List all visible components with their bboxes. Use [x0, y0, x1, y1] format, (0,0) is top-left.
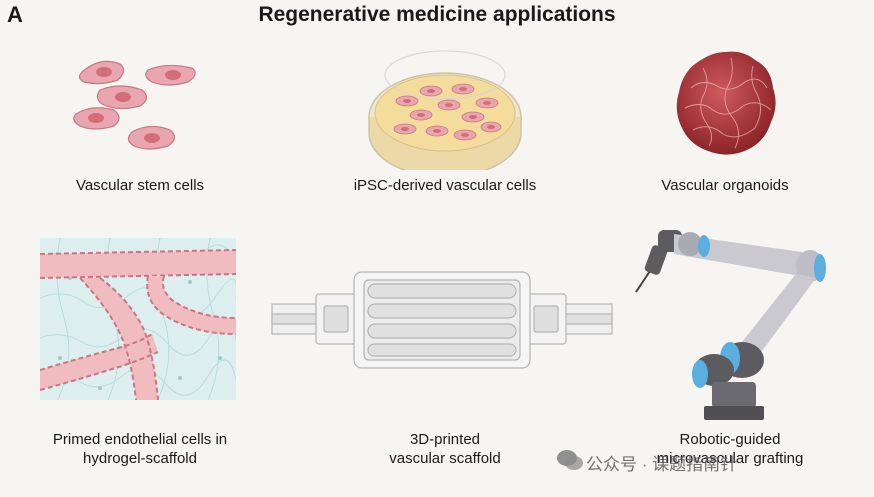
- panel-letter: A: [7, 2, 23, 27]
- caption-ipsc-derived-cells: iPSC-derived vascular cells: [353, 177, 537, 194]
- caption-line: vascular scaffold: [389, 450, 501, 467]
- caption-line: hydrogel-scaffold: [83, 450, 197, 467]
- caption-3d-printed-scaffold: 3D-printed vascular scaffold: [330, 430, 560, 468]
- caption-primed-endothelial-cells: Primed endothelial cells in hydrogel-sca…: [10, 430, 270, 468]
- stem-cell: [127, 125, 176, 150]
- scaffold-illustration: [271, 271, 613, 369]
- stem-cell: [96, 85, 148, 110]
- stem-cell: [73, 107, 120, 130]
- stem-cells-illustration: [73, 60, 196, 150]
- figure-title: Regenerative medicine applications: [258, 3, 616, 26]
- caption-line: 3D-printed: [409, 431, 481, 448]
- caption-robotic-grafting: Robotic-guided microvascular grafting: [630, 430, 830, 468]
- caption-line: Robotic-guided: [679, 431, 781, 448]
- petri-dish-illustration: [368, 50, 522, 170]
- caption-line: Primed endothelial cells in: [52, 431, 228, 448]
- caption-line: microvascular grafting: [656, 450, 804, 467]
- organoid-illustration: [676, 51, 776, 155]
- stem-cell: [145, 64, 196, 86]
- watermark-text: 公众号 · 课题指南针: [586, 455, 738, 474]
- caption-vascular-stem-cells: Vascular stem cells: [75, 177, 205, 194]
- robot-arm-illustration: [635, 230, 826, 420]
- wechat-icon: [557, 450, 583, 470]
- caption-vascular-organoids: Vascular organoids: [661, 177, 789, 194]
- stem-cell: [78, 60, 125, 85]
- hydrogel-vessels-illustration: [40, 238, 236, 400]
